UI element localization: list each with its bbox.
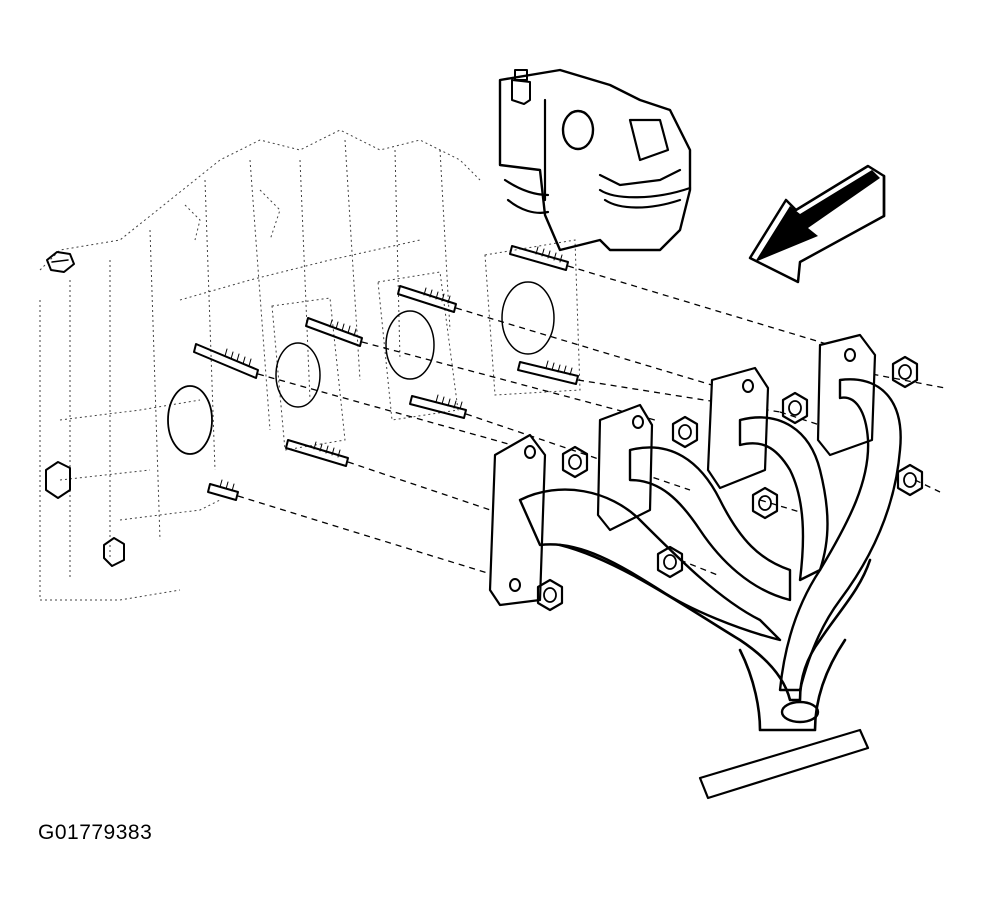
stud-6	[409, 394, 467, 419]
nut-5	[751, 486, 779, 520]
nut-4	[891, 355, 919, 389]
exhaust-manifold	[488, 333, 902, 800]
head-bolt-top-left	[46, 251, 75, 273]
engine-bracket	[498, 68, 692, 252]
nut-3	[781, 391, 809, 425]
arrow-front-of-vehicle-icon	[748, 164, 886, 284]
nut-2	[671, 415, 699, 449]
nut-8	[536, 578, 564, 612]
stud-1	[193, 343, 259, 379]
manifold-nuts	[536, 355, 924, 612]
stud-3	[397, 285, 457, 313]
stud-5	[517, 360, 579, 385]
nut-7	[656, 545, 684, 579]
stud-8	[207, 479, 239, 501]
nut-1	[561, 445, 589, 479]
head-bolt-bottom	[103, 537, 125, 567]
figure-id-label: G01779383	[38, 821, 153, 844]
manifold-studs	[193, 245, 579, 501]
head-bolt-bottom-left	[45, 461, 71, 499]
stud-4	[509, 245, 569, 271]
stud-2	[305, 317, 363, 347]
cylinder-head	[39, 129, 581, 601]
stud-7	[285, 439, 349, 467]
nut-6	[896, 463, 924, 497]
